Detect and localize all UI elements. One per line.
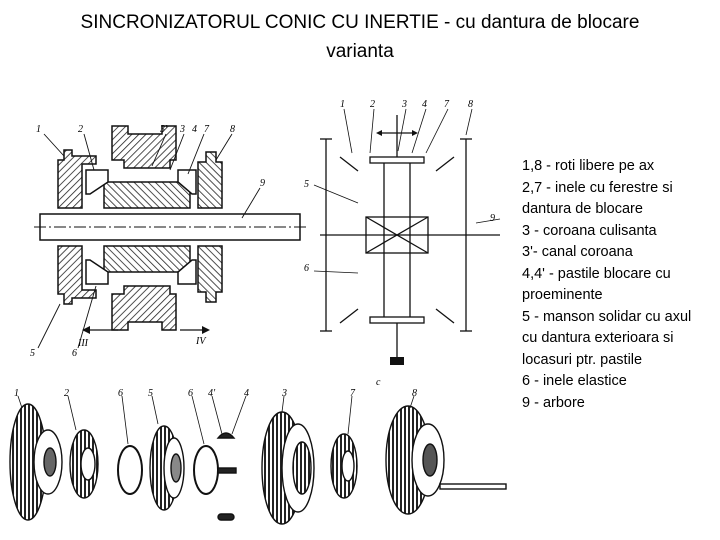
exploded-label-5: 5: [148, 388, 153, 399]
legend-line: 2,7 - inele cu ferestre si: [522, 179, 673, 196]
gear-8-lower: [197, 245, 223, 303]
schematic-label-5: 5: [304, 179, 309, 190]
schematic-label-8: 8: [468, 99, 473, 110]
hub-5-upper: [103, 181, 191, 209]
ring-2-lower: [85, 259, 109, 285]
synchronizer-exploded-view: 1 2 6 5 6 4' 4 3 7 8: [9, 388, 507, 525]
legend-line: 6 - inele elastice: [522, 373, 627, 389]
slide-title: SINCRONIZATORUL CONIC CU INERTIE - cu da…: [0, 8, 720, 66]
legend-line: 4,4' - pastile blocare cu: [522, 265, 671, 282]
exploded-label-3: 3: [281, 388, 287, 399]
sleeve-3-lower: [111, 285, 177, 331]
exploded-label-8: 8: [412, 388, 417, 399]
parts-legend: 1,8 - roti libere pe ax 2,7 - inele cu f…: [522, 156, 718, 414]
gear-1-upper: [57, 149, 97, 209]
legend-line: dantura de blocare: [522, 201, 643, 217]
schematic-label-6: 6: [304, 263, 309, 274]
section-label-III: III: [77, 338, 89, 349]
exploded-label-2: 2: [64, 388, 69, 399]
section-label-8: 8: [230, 124, 235, 135]
legend-line: 3'- canal coroana: [522, 244, 633, 260]
exploded-label-4prime: 4': [208, 388, 216, 399]
ring-7-lower: [177, 259, 197, 285]
legend-line: 5 - manson solidar cu axul: [522, 308, 692, 325]
legend-line: 1,8 - roti libere pe ax: [522, 158, 655, 174]
legend-line: proeminente: [522, 287, 603, 303]
synchronizer-schematic: 1 2 3 4 7 8 5 6 9 c: [304, 99, 501, 388]
section-label-5: 5: [30, 348, 35, 359]
exploded-label-6b: 6: [188, 388, 193, 399]
section-label-IV: IV: [195, 336, 207, 347]
schematic-label-1: 1: [340, 99, 345, 110]
hub-5-lower: [103, 245, 191, 273]
legend-line: cu dantura exterioara si: [522, 330, 674, 346]
legend-line: 9 - arbore: [522, 394, 585, 411]
section-label-1: 1: [36, 124, 41, 135]
ring-7-upper: [177, 169, 197, 195]
title-line-1: SINCRONIZATORUL CONIC CU INERTIE - cu da…: [80, 12, 640, 33]
section-label-4: 4: [192, 124, 197, 135]
section-label-3: 3: [179, 124, 185, 135]
gear-1-lower: [57, 245, 97, 305]
exploded-label-4: 4: [244, 388, 249, 399]
legend-line: locasuri ptr. pastile: [522, 351, 643, 368]
synchronizer-section-drawing: 1 2 3' 3 4 7 8 9 5 6 III IV: [30, 124, 308, 359]
title-line-2: varianta: [326, 41, 394, 62]
gear-8-upper: [197, 151, 223, 209]
exploded-label-1: 1: [14, 388, 19, 399]
legend-line: 3 - coroana culisanta: [522, 222, 657, 239]
section-label-6: 6: [72, 348, 77, 359]
sleeve-3-upper: [111, 125, 177, 169]
schematic-label-4: 4: [422, 99, 427, 110]
schematic-label-2: 2: [370, 99, 375, 110]
section-label-9: 9: [260, 178, 265, 189]
exploded-label-6a: 6: [118, 388, 123, 399]
schematic-label-9: 9: [490, 213, 495, 224]
ring-2-upper: [85, 169, 109, 195]
schematic-label-7: 7: [444, 99, 450, 110]
section-label-3prime: 3': [159, 124, 168, 135]
section-label-7: 7: [204, 124, 210, 135]
schematic-label-3: 3: [401, 99, 407, 110]
schematic-label-c: c: [376, 377, 381, 388]
section-label-2: 2: [78, 124, 83, 135]
exploded-label-7: 7: [350, 388, 356, 399]
